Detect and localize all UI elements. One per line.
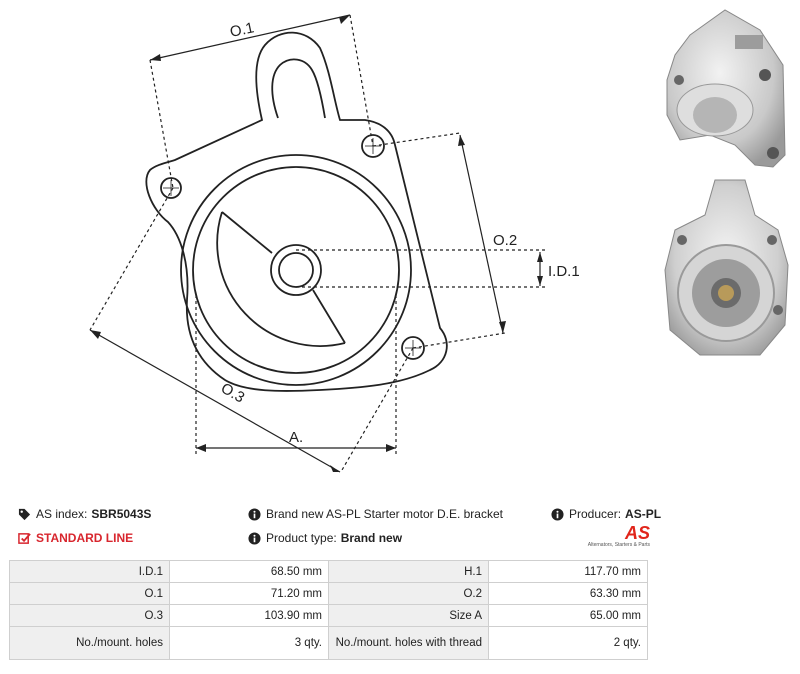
spec-value: 103.90 mm xyxy=(169,604,329,627)
dim-label-a: A. xyxy=(289,429,303,446)
spec-value: 65.00 mm xyxy=(488,604,648,627)
description: Brand new AS-PL Starter motor D.E. brack… xyxy=(247,507,503,521)
table-row: I.D.1 68.50 mm H.1 117.70 mm xyxy=(9,560,648,583)
mount-hole-top-right xyxy=(361,134,385,158)
spec-value: 71.20 mm xyxy=(169,582,329,605)
product-info: AS index: SBR5043S STANDARD LINE Brand n… xyxy=(0,500,800,560)
specs-table: I.D.1 68.50 mm H.1 117.70 mm O.1 71.20 m… xyxy=(9,560,648,660)
mount-hole-bottom-right xyxy=(401,336,425,360)
flange-loop xyxy=(271,58,326,119)
spec-value: 3 qty. xyxy=(169,626,329,660)
standard-line: STANDARD LINE xyxy=(17,531,133,545)
producer-label: Producer: xyxy=(569,507,622,521)
spec-value: 2 qty. xyxy=(488,626,648,660)
dim-label-o1: O.1 xyxy=(228,19,255,41)
spec-value: 63.30 mm xyxy=(488,582,648,605)
spec-label: H.1 xyxy=(328,560,489,583)
product-type: Product type: Brand new xyxy=(247,531,402,545)
spec-label: No./mount. holes xyxy=(9,626,170,660)
shaft-inner xyxy=(278,252,314,288)
brand-logo: AS Alternators, Starters & Parts xyxy=(584,524,650,554)
bore-outer xyxy=(180,154,412,386)
tag-icon xyxy=(17,507,31,521)
spec-value: 117.70 mm xyxy=(488,560,648,583)
logo-tagline: Alternators, Starters & Parts xyxy=(587,542,650,548)
shaft-outer xyxy=(270,244,322,296)
info-icon xyxy=(247,531,261,545)
info-icon xyxy=(247,507,261,521)
as-index: AS index: SBR5043S xyxy=(17,507,151,521)
table-row: No./mount. holes 3 qty. No./mount. holes… xyxy=(9,626,648,660)
mount-hole-left xyxy=(160,177,182,199)
bore-cutout xyxy=(216,211,346,347)
spec-label: No./mount. holes with thread xyxy=(328,626,489,660)
dim-label-o2: O.2 xyxy=(493,232,517,249)
producer-value: AS-PL xyxy=(625,507,662,521)
product-type-value: Brand new xyxy=(340,531,403,545)
table-row: O.3 103.90 mm Size A 65.00 mm xyxy=(9,604,648,627)
as-index-value: SBR5043S xyxy=(91,507,152,521)
spec-label: I.D.1 xyxy=(9,560,170,583)
check-square-icon xyxy=(17,531,31,545)
spec-label: Size A xyxy=(328,604,489,627)
spec-label: O.1 xyxy=(9,582,170,605)
info-icon xyxy=(550,507,564,521)
spec-label: O.2 xyxy=(328,582,489,605)
bore-inner xyxy=(192,166,400,374)
spec-label: O.3 xyxy=(9,604,170,627)
standard-line-text: STANDARD LINE xyxy=(36,531,134,545)
dim-label-o3: O.3 xyxy=(218,380,247,407)
dim-label-id1: I.D.1 xyxy=(548,263,580,280)
technical-drawing: O.1 O.2 I.D.1 O.3 A. xyxy=(89,14,580,473)
as-index-label: AS index: xyxy=(36,507,88,521)
product-photo-top xyxy=(666,9,786,168)
table-row: O.1 71.20 mm O.2 63.30 mm xyxy=(9,582,648,605)
producer: Producer: AS-PL xyxy=(550,507,661,521)
product-type-label: Product type: xyxy=(266,531,337,545)
flange-outline xyxy=(145,31,448,392)
spec-value: 68.50 mm xyxy=(169,560,329,583)
logo-mark: AS xyxy=(624,523,650,543)
product-photo-bottom xyxy=(664,179,789,356)
description-text: Brand new AS-PL Starter motor D.E. brack… xyxy=(266,507,503,521)
